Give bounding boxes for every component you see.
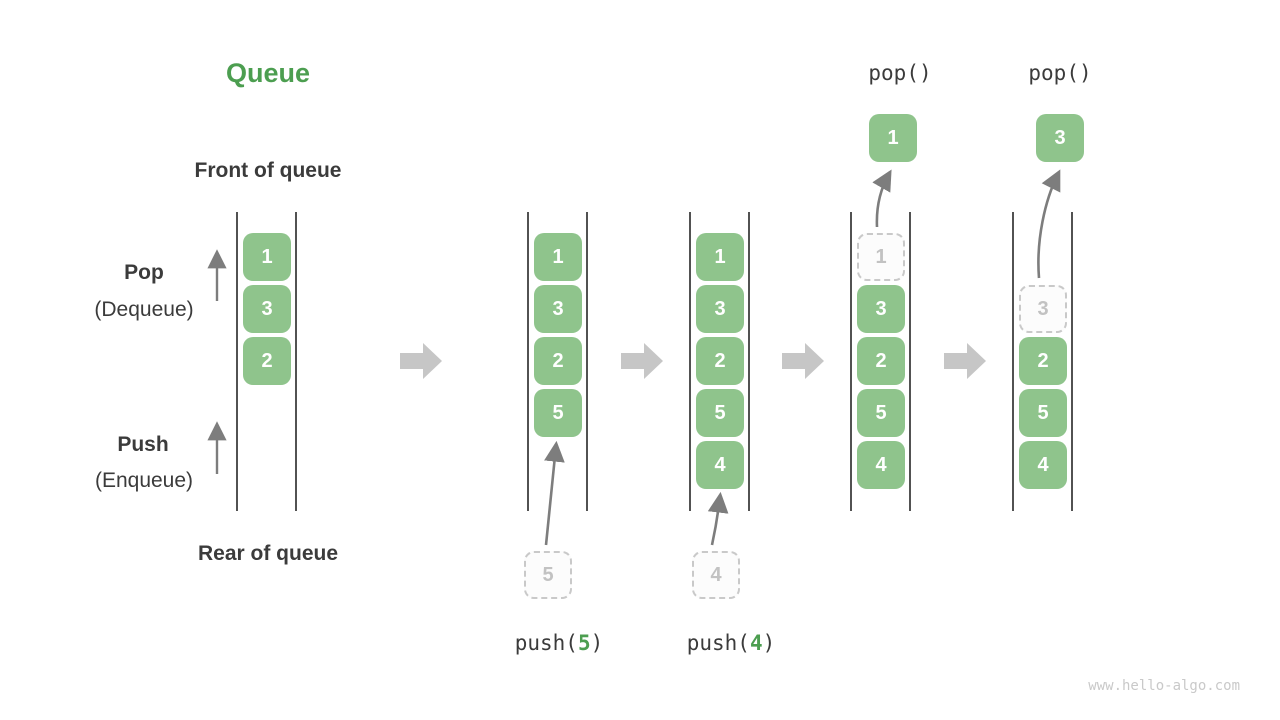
queue-cell: 4	[696, 441, 744, 489]
push-operation-label-4: push(4)	[686, 631, 776, 655]
page-title: Queue	[225, 58, 311, 88]
queue-cell: 3	[534, 285, 582, 333]
queue-rails-state-3	[689, 212, 750, 511]
queue-cell: 3	[243, 285, 291, 333]
queue-cell: 3	[696, 285, 744, 333]
queue-cell: 2	[857, 337, 905, 385]
queue-rails-state-1	[236, 212, 297, 511]
queue-cell: 4	[857, 441, 905, 489]
push-label: Push	[117, 433, 169, 456]
rear-of-queue-label: Rear of queue	[197, 542, 339, 565]
queue-rails-state-2	[527, 212, 588, 511]
incoming-ghost-cell-5: 5	[524, 551, 572, 599]
state-transition-arrow-1	[400, 343, 442, 379]
popped-ghost-cell-1: 1	[857, 233, 905, 281]
front-of-queue-label: Front of queue	[194, 159, 342, 182]
popped-out-cell-3: 3	[1036, 114, 1084, 162]
queue-cell: 1	[534, 233, 582, 281]
queue-cell: 2	[1019, 337, 1067, 385]
queue-rails-state-5	[1012, 212, 1073, 511]
state-transition-arrow-3	[782, 343, 824, 379]
queue-cell: 5	[696, 389, 744, 437]
queue-cell: 2	[243, 337, 291, 385]
queue-cell: 1	[243, 233, 291, 281]
pop-label: Pop	[124, 261, 164, 284]
popped-ghost-cell-3: 3	[1019, 285, 1067, 333]
popped-out-cell-1: 1	[869, 114, 917, 162]
pop-sublabel: (Dequeue)	[94, 298, 194, 321]
queue-cell: 4	[1019, 441, 1067, 489]
push-operation-label-5: push(5)	[514, 631, 604, 655]
queue-rails-state-4	[850, 212, 911, 511]
queue-cell: 2	[696, 337, 744, 385]
queue-cell: 3	[857, 285, 905, 333]
state-transition-arrow-2	[621, 343, 663, 379]
queue-cell: 5	[1019, 389, 1067, 437]
push-arg-5: 5	[577, 631, 591, 655]
push-arg-4: 4	[749, 631, 763, 655]
queue-cell: 1	[696, 233, 744, 281]
state-transition-arrow-4	[944, 343, 986, 379]
queue-cell: 5	[534, 389, 582, 437]
queue-cell: 2	[534, 337, 582, 385]
pop-operation-label-1: pop()	[868, 61, 932, 85]
pop-operation-label-2: pop()	[1028, 61, 1092, 85]
incoming-ghost-cell-4: 4	[692, 551, 740, 599]
queue-cell: 5	[857, 389, 905, 437]
push-sublabel: (Enqueue)	[94, 469, 194, 492]
watermark: www.hello-algo.com	[1088, 678, 1240, 694]
